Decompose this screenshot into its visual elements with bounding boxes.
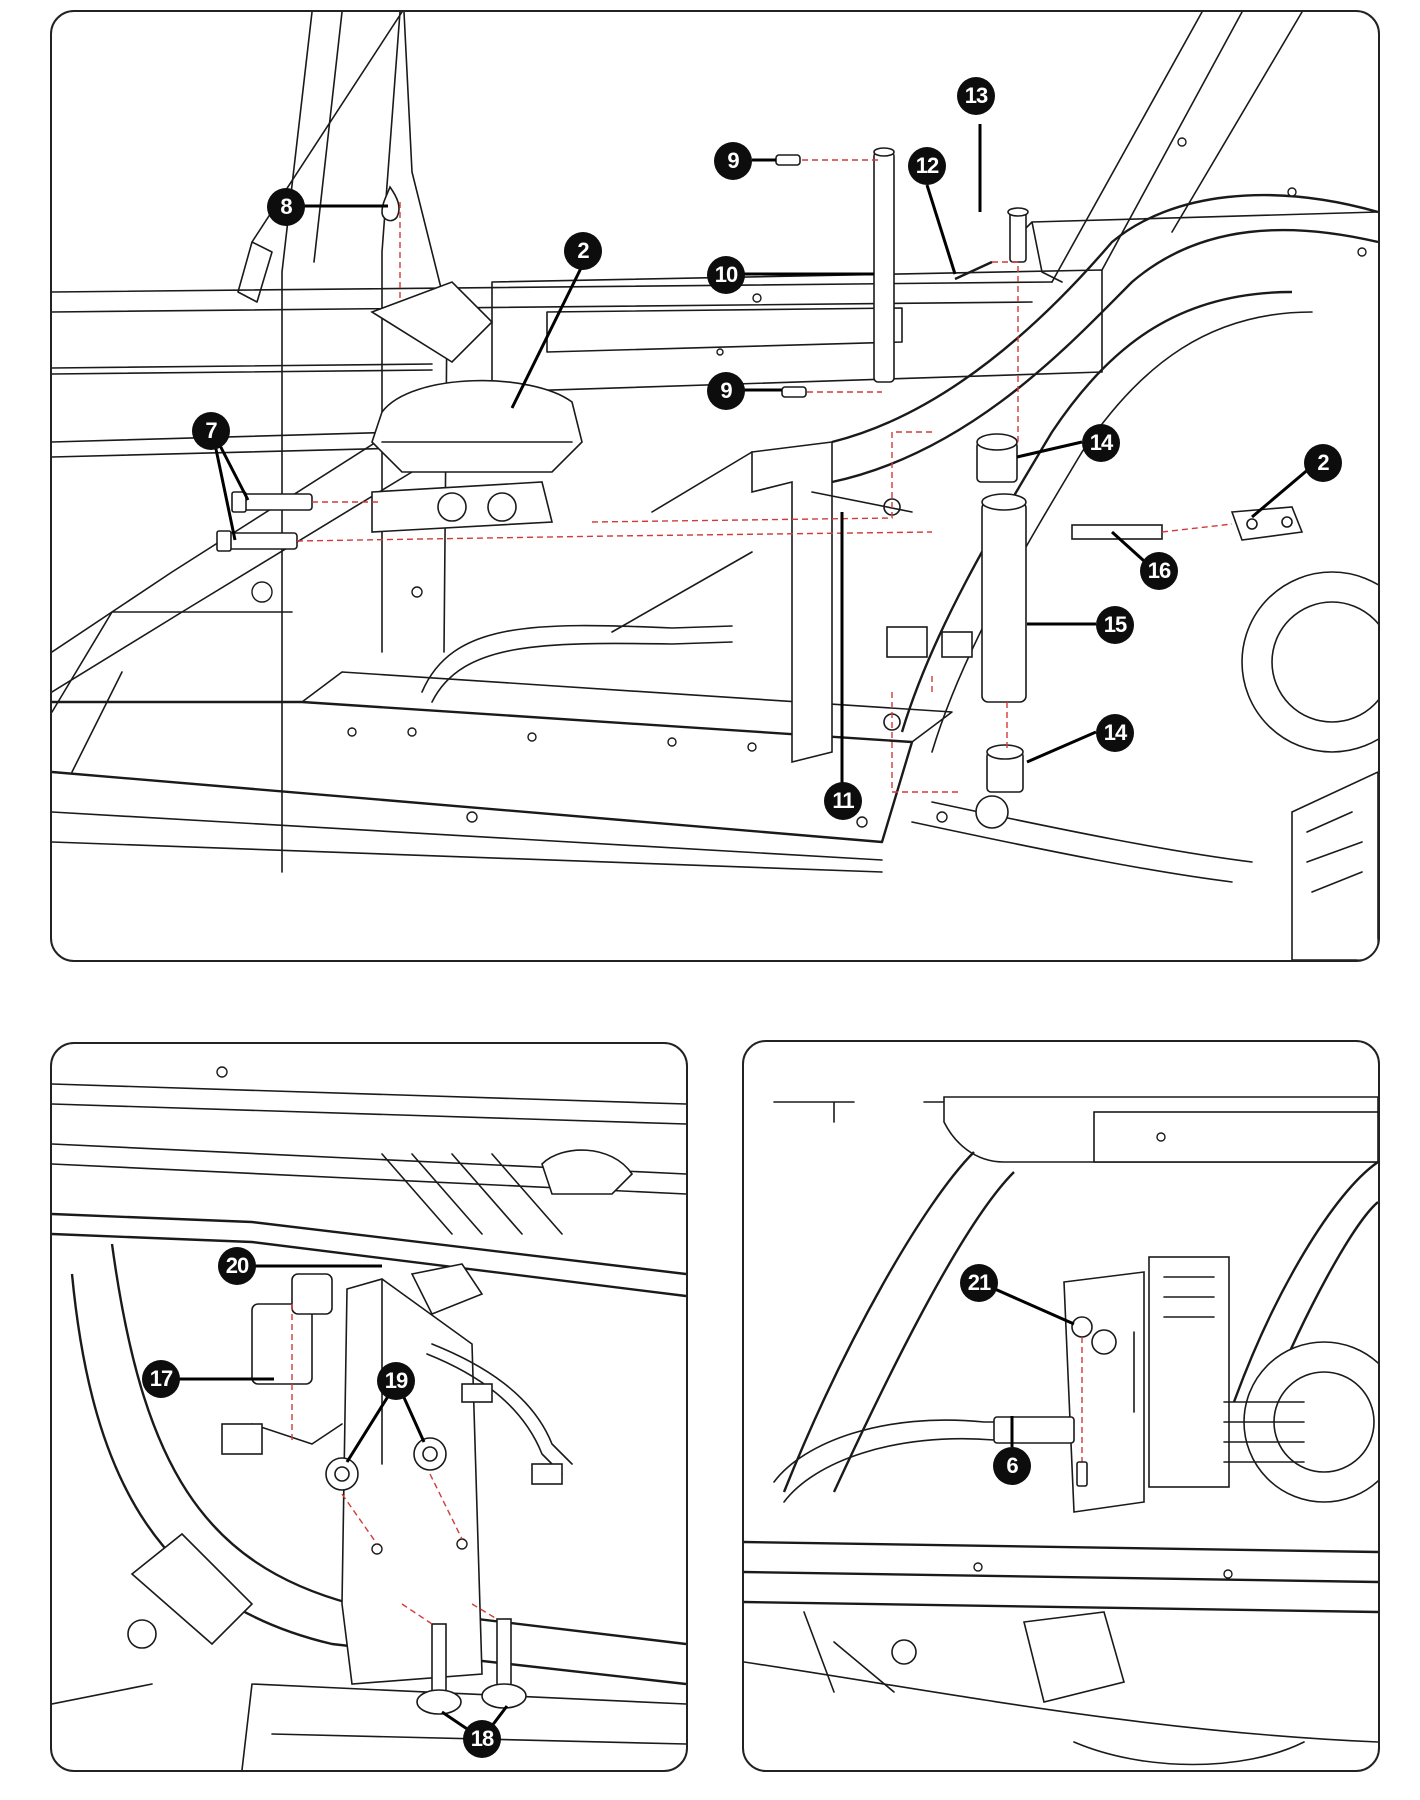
- callout-18: 18: [463, 1720, 501, 1758]
- bottom-right-detail-panel: 21 6: [742, 1040, 1380, 1772]
- callout-6: 6: [993, 1447, 1031, 1485]
- callout-12: 12: [908, 147, 946, 185]
- callout-10: 10: [707, 256, 745, 294]
- bottom-right-drawing: [744, 1096, 1378, 1766]
- callout-20: 20: [218, 1247, 256, 1285]
- frame-holes: [251, 137, 1367, 828]
- callout-2-master-cylinder: 2: [564, 232, 602, 270]
- bottom-left-detail-panel: 20 17 19 18: [50, 1042, 688, 1772]
- bottom-left-drawing: [52, 1066, 686, 1770]
- callout-7: 7: [192, 412, 230, 450]
- callout-14-lower: 14: [1096, 714, 1134, 752]
- callout-21: 21: [960, 1264, 998, 1302]
- alignment-guides: [296, 159, 1233, 793]
- callout-2-clevis: 2: [1304, 444, 1342, 482]
- main-exploded-view-panel: 13 9 12 8 2 10 9 7 14 2 16 15 14 11: [50, 10, 1380, 962]
- callout-16: 16: [1140, 552, 1178, 590]
- callout-9-top: 9: [714, 142, 752, 180]
- callout-15: 15: [1096, 606, 1134, 644]
- callout-19: 19: [377, 1362, 415, 1400]
- main-frame-drawing: [52, 12, 1378, 960]
- callout-14-upper: 14: [1082, 424, 1120, 462]
- callout-13: 13: [957, 77, 995, 115]
- callout-11: 11: [824, 782, 862, 820]
- callout-17: 17: [142, 1360, 180, 1398]
- callout-8: 8: [267, 188, 305, 226]
- leader-lines: [210, 124, 1318, 790]
- callout-9-bottom: 9: [707, 372, 745, 410]
